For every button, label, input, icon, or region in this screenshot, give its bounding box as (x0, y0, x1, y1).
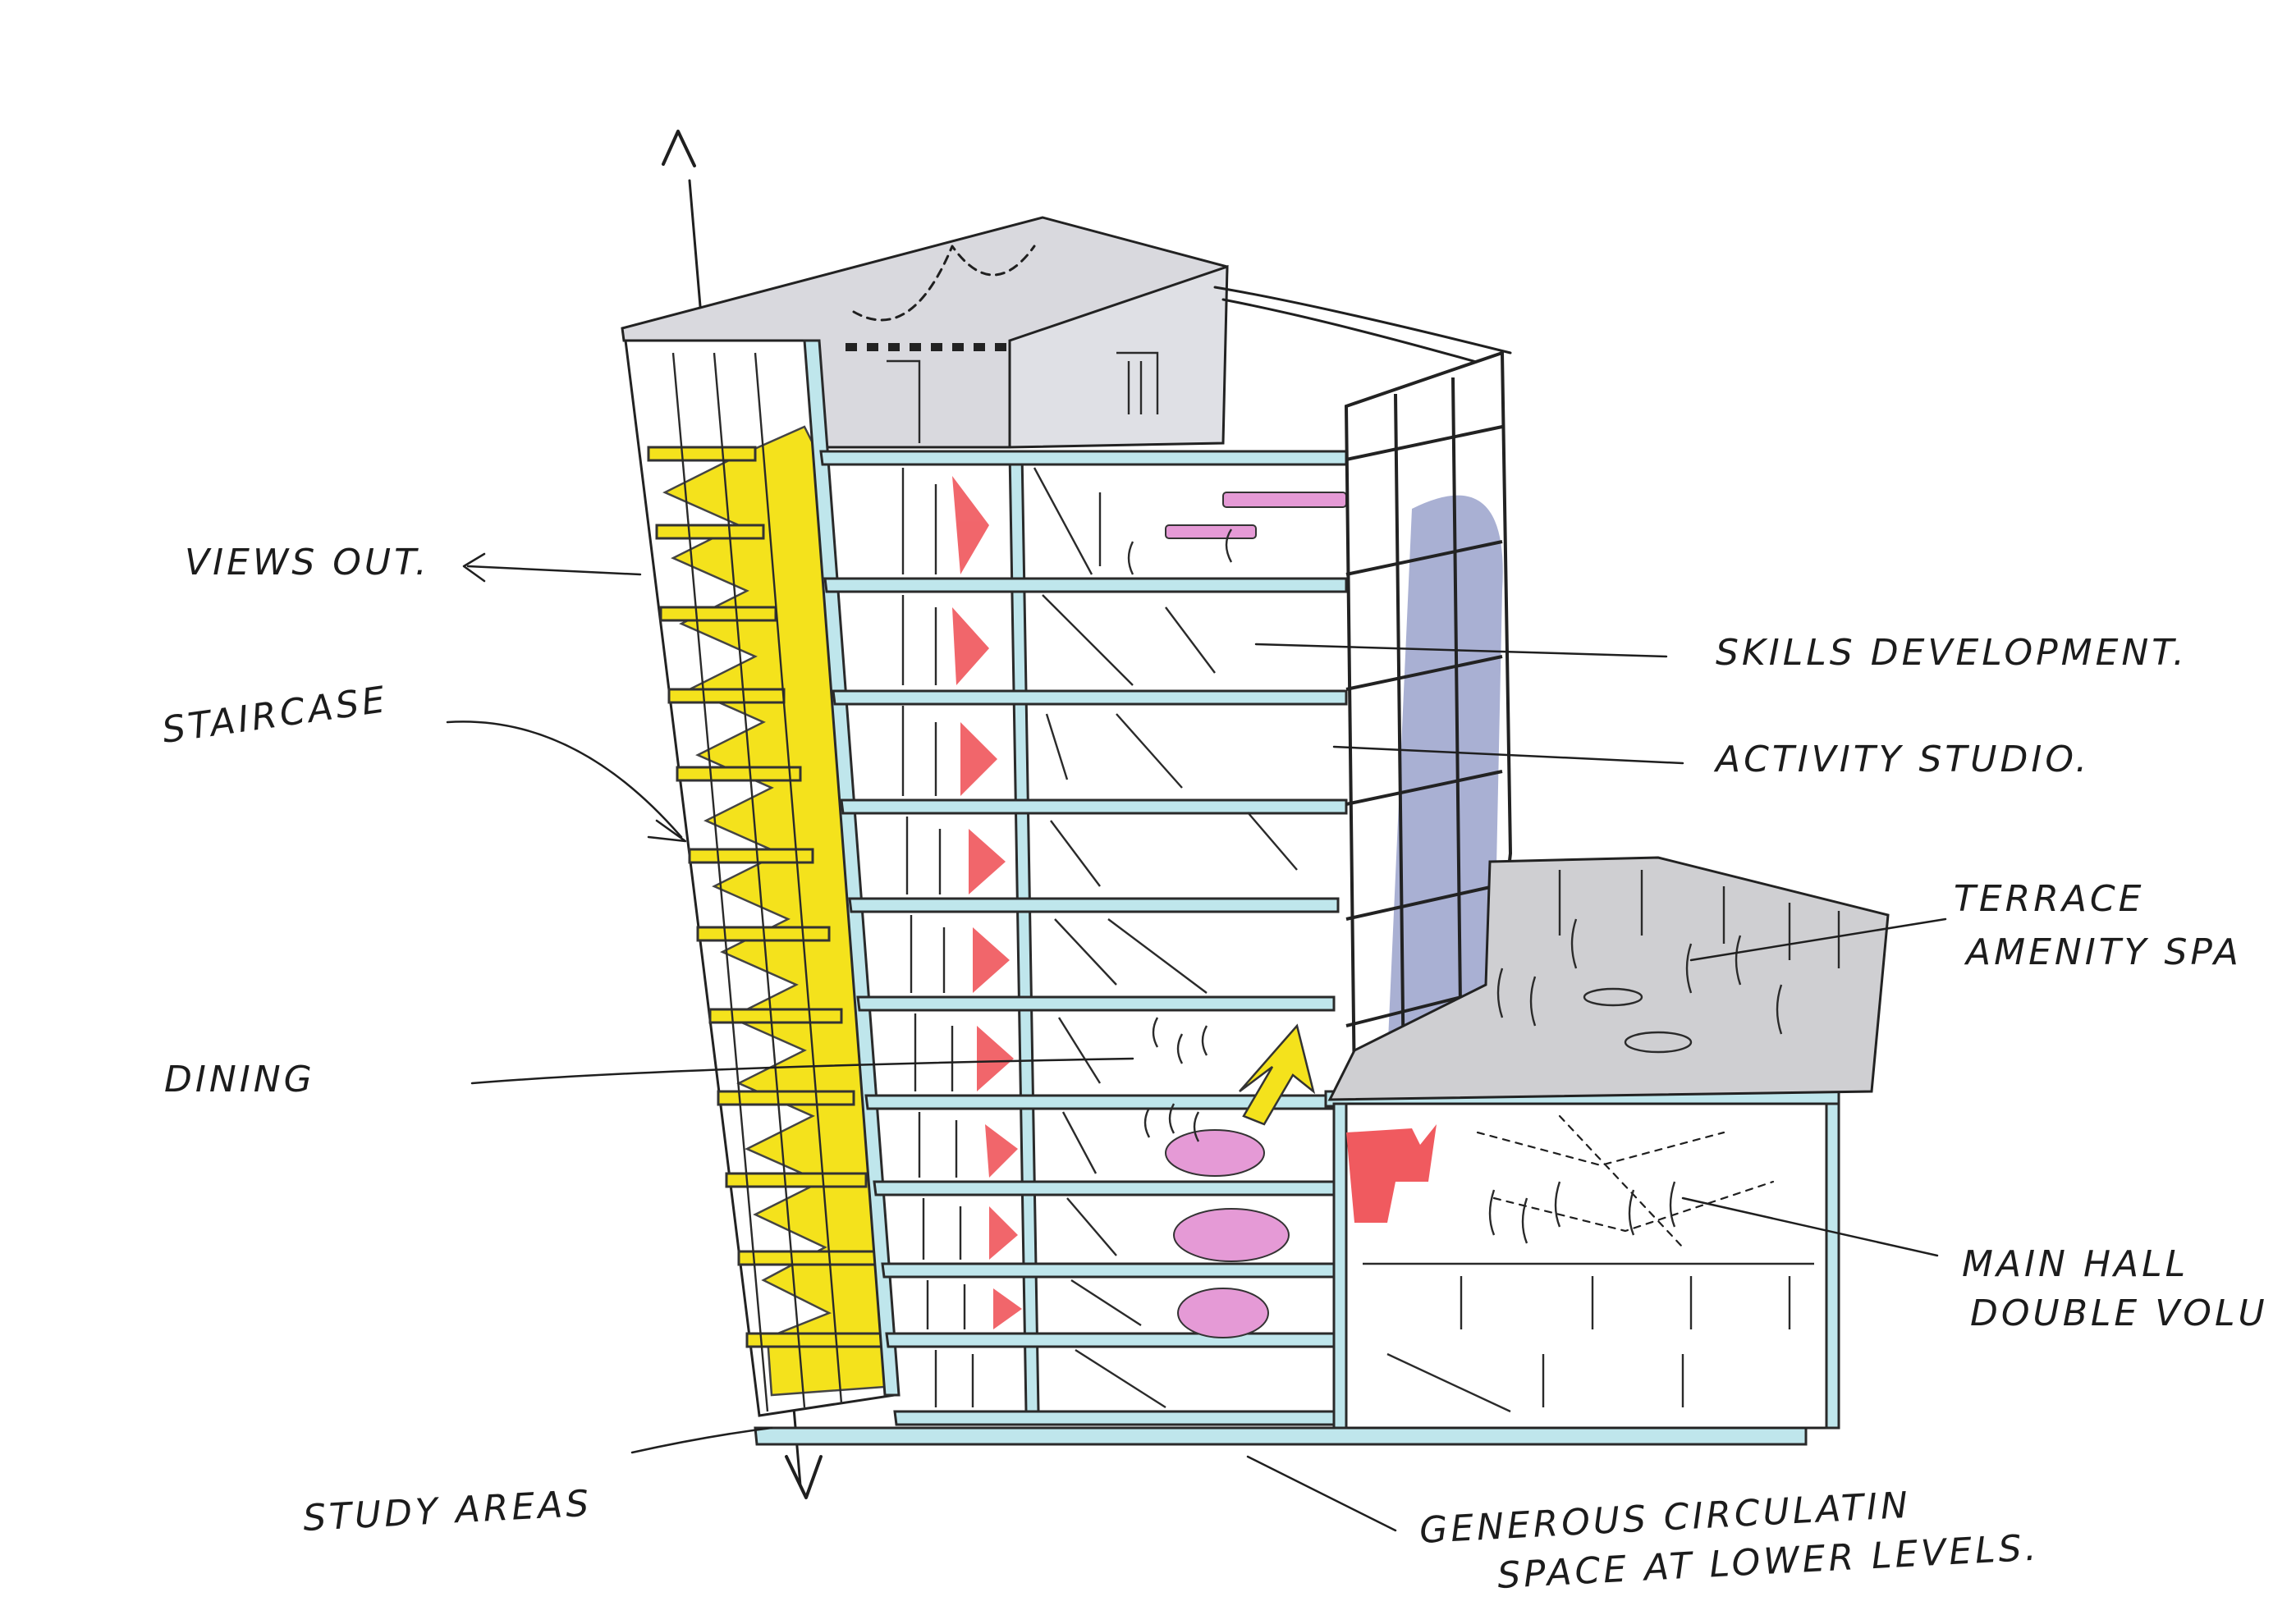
label-terrace: TERRACE (1954, 878, 2144, 920)
label-study-areas: STUDY AREAS (302, 1483, 593, 1540)
label-dining: DINING (164, 1059, 315, 1100)
yellow-arrow (1239, 1023, 1316, 1126)
leader-lines (446, 552, 1947, 1532)
main-hall (1332, 1102, 1840, 1430)
tower-structure (754, 339, 1840, 1446)
red-hall-element (1346, 1124, 1437, 1223)
label-amenity-space: AMENITY SPA (1964, 931, 2242, 973)
red-core (952, 476, 1022, 1329)
right-facade (1344, 350, 1513, 1094)
pink-elements (1165, 492, 1347, 1338)
label-double-volume: DOUBLE VOLU (1970, 1292, 2268, 1334)
label-skills-development: SKILLS DEVELOPMENT. (1716, 632, 2188, 674)
label-views-out: VIEWS OUT. (185, 542, 430, 583)
label-staircase: STAIRCASE (159, 679, 390, 752)
label-main-hall: MAIN HALL (1962, 1243, 2188, 1285)
terrace (1327, 856, 1890, 1101)
label-activity-studio: ACTIVITY STUDIO. (1713, 739, 2090, 780)
